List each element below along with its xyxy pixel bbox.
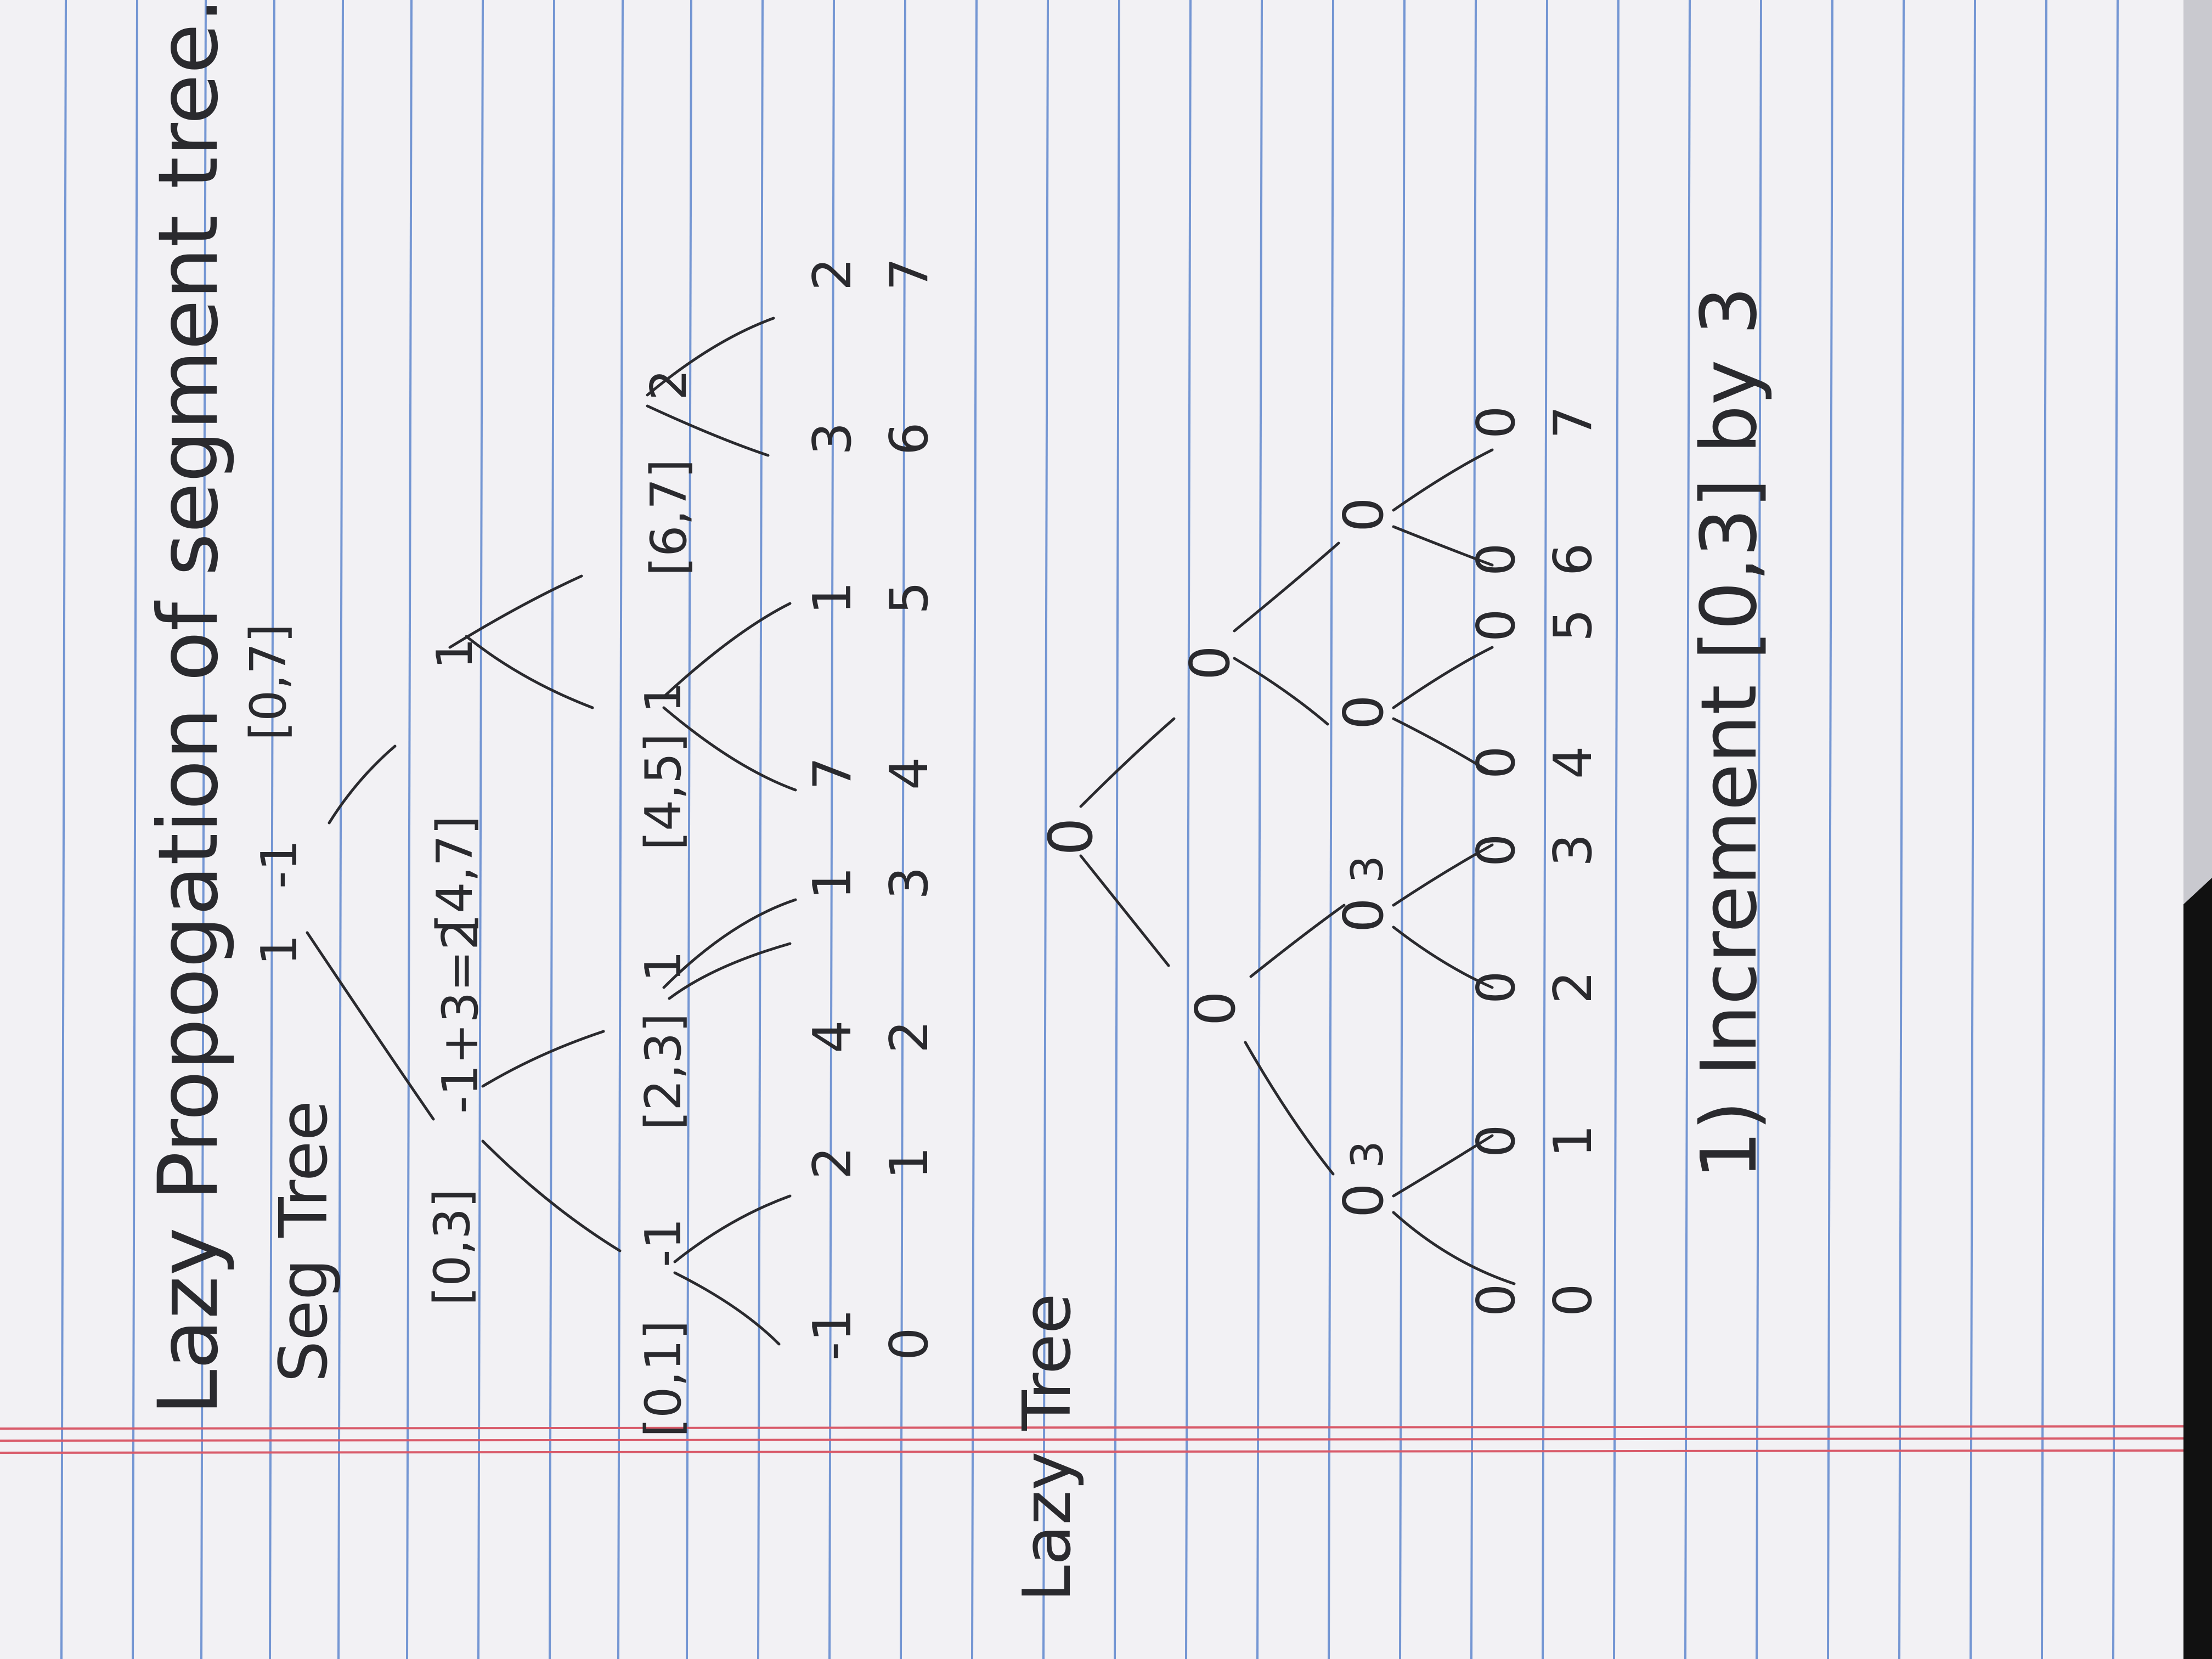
rule-line	[617, 0, 624, 1659]
seg-leaf-value: 2	[803, 258, 863, 291]
lazy-leaf: 0	[1466, 1284, 1527, 1317]
seg-node-0-3-expr: -1+3=2	[432, 919, 489, 1114]
rule-line	[1042, 0, 1049, 1659]
range-4-5: [4,5]	[635, 733, 692, 850]
range-0-1: [0,1]	[635, 1321, 692, 1437]
seg-tree-edges	[306, 317, 797, 1346]
seg-root-value-alt: -1	[251, 839, 308, 889]
lazy-root: 0	[1036, 817, 1106, 856]
range-2-3: [2,3]	[635, 1013, 692, 1130]
rule-line	[1114, 0, 1120, 1659]
lazy-tree-indices: 0 1 2 3 4 5 6 7	[1543, 406, 1604, 1317]
lazy-tree-label: Lazy Tree	[1009, 1293, 1086, 1602]
range-0-3: [0,3]	[424, 1189, 481, 1306]
rule-line	[269, 0, 275, 1659]
seg-tree-label: Seg Tree	[266, 1101, 342, 1383]
lazy-level2-0-update: 3	[1342, 1141, 1393, 1169]
rule-line	[828, 0, 835, 1659]
ruled-lines	[60, 0, 2119, 1659]
lazy-level2-2: 0	[1331, 695, 1396, 730]
rule-line	[1756, 0, 1762, 1659]
rule-line	[1827, 0, 1833, 1659]
rule-line	[549, 0, 555, 1659]
lazy-tree-edges	[1079, 448, 1516, 1285]
rule-line	[1684, 0, 1691, 1659]
seg-leaf-value: 4	[803, 1020, 863, 1053]
seg-leaf-index: 7	[879, 258, 940, 291]
seg-leaf-value: 7	[803, 757, 863, 790]
range-6-7: [6,7]	[640, 459, 698, 576]
seg-leaf-index: 4	[879, 757, 940, 790]
lazy-leaf-index: 5	[1543, 609, 1604, 642]
seg-leaf-value: 3	[803, 422, 863, 455]
seg-node-0-1-value: -1	[635, 1218, 692, 1267]
rule-line	[2112, 0, 2119, 1659]
rule-line	[1470, 0, 1477, 1659]
range-0-7: [0,7]	[240, 624, 297, 741]
seg-leaf-index: 3	[879, 867, 940, 900]
step-note: 1) Increment [0,3] by 3	[1685, 286, 1774, 1180]
rule-line	[132, 0, 138, 1659]
rule-line	[1613, 0, 1620, 1659]
seg-node-6-7-value: 2	[640, 369, 698, 400]
rule-line	[200, 0, 207, 1659]
lazy-level1-left: 0	[1183, 991, 1248, 1026]
rule-line	[1542, 0, 1548, 1659]
rule-line	[406, 0, 413, 1659]
rule-line	[2041, 0, 2047, 1659]
seg-leaf-value: 1	[803, 867, 863, 900]
rule-line	[1970, 0, 1976, 1659]
lazy-level2-0: 0	[1331, 1183, 1396, 1218]
seg-root-value: 1	[251, 934, 308, 966]
lazy-level2-1-update: 3	[1342, 855, 1393, 883]
lazy-level2-1: 0	[1331, 898, 1396, 933]
rule-line	[477, 0, 484, 1659]
seg-leaf-value: 1	[803, 582, 863, 614]
lazy-leaf-index: 2	[1543, 971, 1604, 1004]
rule-line	[757, 0, 764, 1659]
lazy-leaf: 0	[1466, 834, 1527, 867]
seg-leaf-index: 2	[879, 1020, 940, 1053]
seg-leaf-index: 6	[879, 422, 940, 455]
seg-leaf-value: -1	[803, 1308, 863, 1361]
range-4-7: [4,7]	[426, 816, 484, 933]
lazy-leaf-index: 1	[1543, 1125, 1604, 1158]
lazy-leaf: 0	[1466, 1125, 1527, 1158]
lazy-level2-3: 0	[1331, 497, 1396, 532]
lazy-leaf: 0	[1466, 971, 1527, 1004]
lazy-level1-right: 0	[1178, 645, 1242, 680]
seg-tree-indices: 0 1 2 3 4 5 6 7	[879, 258, 940, 1361]
rule-line	[1256, 0, 1263, 1659]
lazy-leaf: 0	[1466, 406, 1527, 439]
rule-line	[1328, 0, 1334, 1659]
seg-leaf-value: 2	[803, 1147, 863, 1180]
seg-node-2-3-value: 1	[635, 951, 692, 982]
handwritten-notes: Lazy Propogation of segment tree. Seg Tr…	[141, 0, 1774, 1602]
rule-line	[686, 0, 692, 1659]
seg-leaf-index: 1	[879, 1147, 940, 1180]
seg-leaf-index: 5	[879, 582, 940, 614]
lazy-leaf: 0	[1466, 609, 1527, 642]
margin-lines	[0, 1425, 2184, 1454]
page-title: Lazy Propogation of segment tree.	[141, 0, 236, 1415]
rule-line	[1898, 0, 1905, 1659]
rule-line	[1185, 0, 1192, 1659]
lazy-leaf-index: 0	[1543, 1284, 1604, 1317]
lazy-leaf-index: 6	[1543, 543, 1604, 576]
rule-line	[337, 0, 344, 1659]
lazy-leaf-index: 3	[1543, 834, 1604, 867]
rule-line	[971, 0, 978, 1659]
rule-line	[60, 0, 67, 1659]
lazy-leaf-index: 7	[1543, 406, 1604, 439]
seg-leaf-index: 0	[879, 1328, 940, 1361]
rule-line	[900, 0, 906, 1659]
rule-line	[1399, 0, 1406, 1659]
lazy-leaf-index: 4	[1543, 746, 1604, 779]
